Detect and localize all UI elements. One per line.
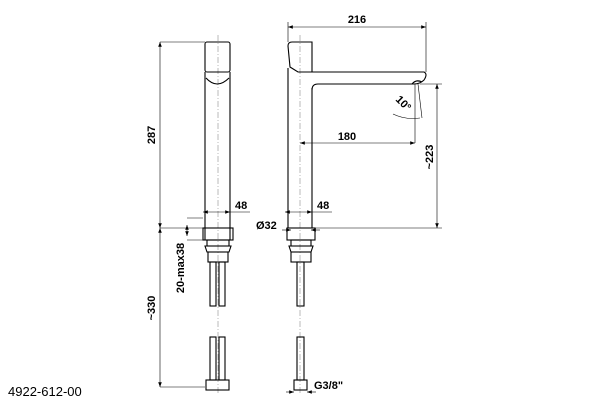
- dim-spout-angle: 10°: [393, 94, 413, 114]
- dim-height-total: 287: [146, 126, 158, 144]
- dim-base-width-front: 48: [235, 200, 247, 212]
- front-view-faucet: [202, 35, 234, 395]
- part-number: 4922-612-00: [8, 384, 82, 399]
- dim-base-width-side: 48: [317, 200, 329, 212]
- dim-spout-reach-total: 216: [348, 14, 366, 26]
- dim-hose-length: ~330: [146, 296, 158, 321]
- dim-thread: G3/8": [314, 380, 343, 392]
- dim-deck-thickness: 20-max38: [175, 243, 187, 293]
- dimension-lines: [158, 22, 442, 394]
- dim-spout-height: ~223: [424, 145, 436, 170]
- dim-body-diameter: Ø32: [256, 220, 277, 232]
- side-view-faucet: [286, 35, 427, 395]
- dim-spout-reach: 180: [338, 131, 356, 143]
